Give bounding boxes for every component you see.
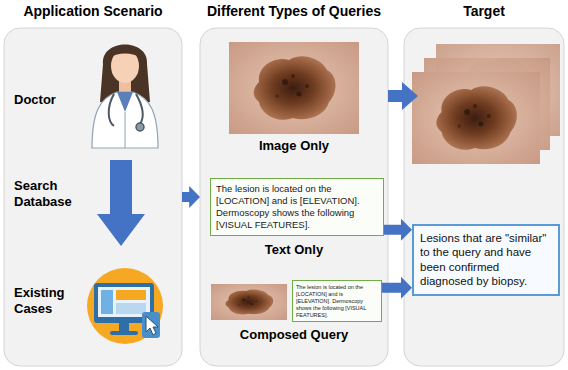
lesion-image xyxy=(412,72,540,164)
caption-label: Composed Query xyxy=(204,327,384,343)
panel-heading: Target xyxy=(394,3,568,19)
lesion-image xyxy=(211,284,287,320)
panel-heading: Application Scenario xyxy=(0,3,192,19)
flow-arrow xyxy=(182,186,200,208)
caption-label: Existing Cases xyxy=(14,285,80,316)
scenario-panel: Different Types of QueriesThe lesion is … xyxy=(200,28,388,366)
caption-label: Image Only xyxy=(224,138,364,154)
caption-label: Search Database xyxy=(14,178,86,209)
scenario-panel: TargetLesions that are "similar" to the … xyxy=(404,28,564,366)
flow-arrow xyxy=(382,277,412,299)
panel-background xyxy=(4,28,182,366)
caption-label: Doctor xyxy=(14,92,84,108)
panel-background xyxy=(200,28,388,366)
flow-arrow xyxy=(384,219,412,241)
query-text-box: The lesion is located on the [LOCATION] … xyxy=(292,280,382,322)
flow-arrow xyxy=(388,82,418,110)
doctor-icon xyxy=(92,45,158,149)
query-text-box: The lesion is located on the [LOCATION] … xyxy=(210,178,384,236)
target-box: Lesions that are "similar" to the query … xyxy=(412,224,560,296)
box-text: The lesion is located on the [LOCATION] … xyxy=(296,284,378,318)
panel-heading: Different Types of Queries xyxy=(190,3,398,19)
caption-label: Text Only xyxy=(224,242,364,258)
box-text: The lesion is located on the [LOCATION] … xyxy=(216,183,378,231)
computer-icon xyxy=(87,268,163,344)
flow-arrow xyxy=(97,160,145,246)
box-text: Lesions that are "similar" to the query … xyxy=(420,231,552,289)
lesion-image xyxy=(229,42,359,134)
panel-fills xyxy=(4,28,564,366)
panel-background xyxy=(404,28,564,366)
